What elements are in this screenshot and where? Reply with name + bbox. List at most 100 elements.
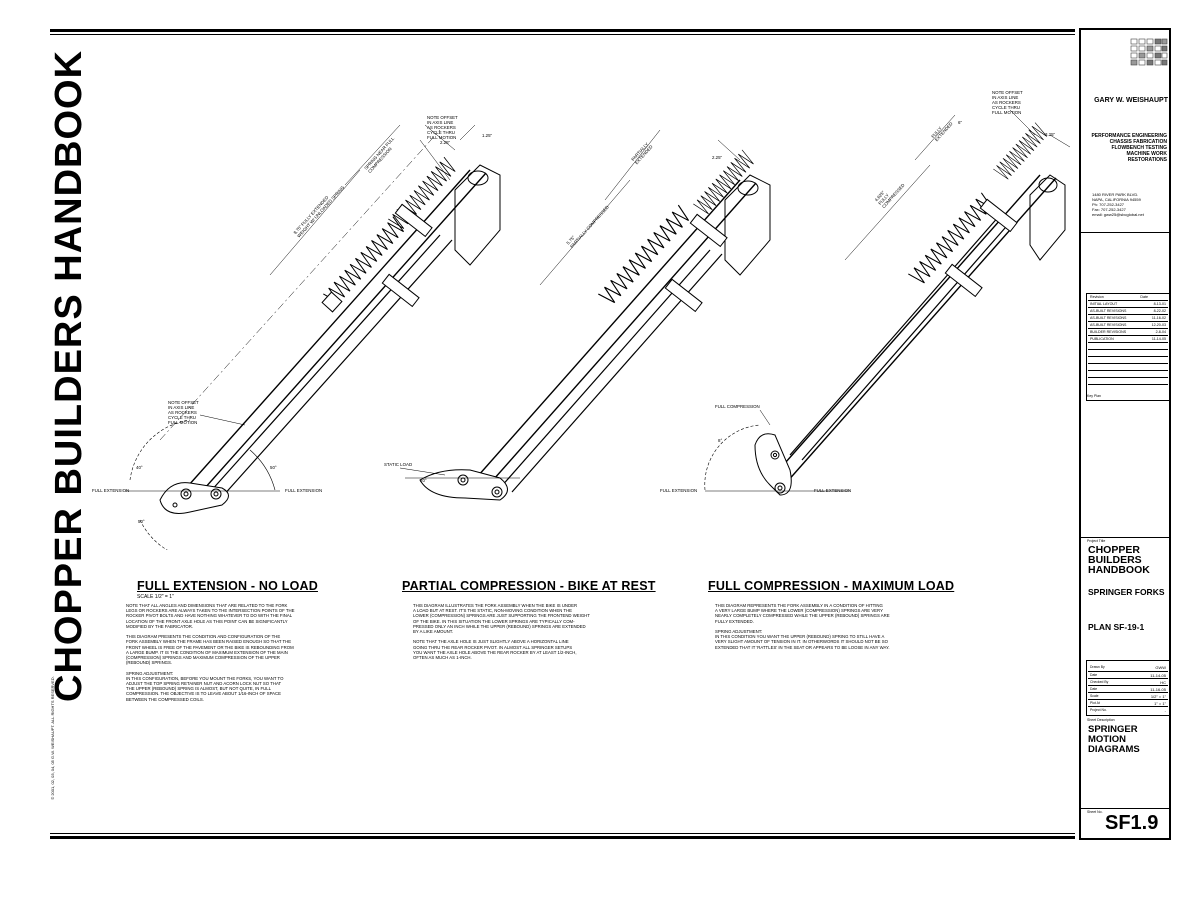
plan-number: PLAN SF-19-1 (1088, 622, 1145, 632)
d1-top2-dim: 1.25" (482, 133, 493, 138)
revision-label: AS-BUILT REVISIONS (1090, 323, 1127, 327)
top-border-line (50, 29, 1075, 32)
section-title-full-compression: FULL COMPRESSION - MAXIMUM LOAD (708, 579, 955, 593)
revision-date: 8-13-01 (1153, 302, 1166, 306)
revision-header: Revision Date (1088, 294, 1168, 300)
info-row: Checked By HC (1088, 678, 1168, 686)
info-value: 11-14-05 (1150, 673, 1166, 678)
service-item: FLOWBENCH TESTING (1111, 145, 1167, 151)
revision-row (1088, 370, 1168, 377)
service-item: CHASSIS FABRICATION (1109, 139, 1167, 145)
full-extension-label-4: FULL EXTENSION (814, 488, 852, 493)
info-row: Scale 1/2" = 1" (1088, 692, 1168, 700)
titleblock-bottom-border (1079, 838, 1170, 840)
address-line: Ph: 707-252-3427 (1092, 202, 1125, 207)
service-item: RESTORATIONS (1127, 157, 1167, 163)
revision-date: 8-22-02 (1153, 309, 1166, 313)
info-row: Plot At 1" = 1" (1088, 699, 1168, 707)
info-label: Scale (1090, 694, 1099, 698)
info-table (1086, 660, 1171, 716)
sheet-number: SF1.9 (1105, 812, 1159, 834)
diagram-partial-compression (399, 129, 771, 501)
services-list: PERFORMANCE ENGINEERING CHASSIS FABRICAT… (1083, 133, 1167, 163)
revision-date: 11-14-05 (1151, 337, 1166, 341)
revision-table (1086, 293, 1171, 401)
info-label: Drawn By (1090, 665, 1105, 669)
sheet-description: SPRINGER MOTION DIAGRAMS (1088, 724, 1140, 755)
revision-date: 2-8-04 (1155, 330, 1166, 334)
note-offset-label-2: NOTE OFFSET IN AXIS LINE AS ROCKERS CYCL… (168, 400, 199, 425)
service-item: PERFORMANCE ENGINEERING (1091, 133, 1167, 139)
full-extension-label-1: FULL EXTENSION (92, 488, 130, 493)
address-block: 1480 RIVER PARK BLVD. NAPA, CALIFORNIA 9… (1092, 192, 1167, 217)
info-row: Date 11-16-05 (1088, 685, 1168, 693)
note-offset-label-3: NOTE OFFSET IN AXIS LINE AS ROCKERS CYCL… (992, 90, 1023, 115)
info-row: Drawn By GWW (1088, 664, 1168, 671)
revision-row (1088, 377, 1168, 384)
d3-top-dim: 3.25" (1045, 132, 1056, 137)
info-label: Checked By (1090, 680, 1109, 684)
diagram-full-compression (704, 109, 1070, 496)
springer-motion-diagrams (125, 109, 1070, 550)
revision-row: PUBLICATION 11-14-05 (1088, 335, 1168, 342)
info-value: 11-16-05 (1150, 687, 1166, 692)
angle-20-label: 20° (420, 478, 427, 483)
titleblock-left-border (1079, 28, 1081, 840)
titleblock-divider (1079, 808, 1170, 809)
info-value: - (1164, 708, 1166, 713)
project-subtitle: SPRINGER FORKS (1088, 587, 1165, 597)
revision-label: PUBLICATION (1090, 337, 1114, 341)
revision-header-label: Revision (1090, 295, 1104, 299)
designer-name: GARY W. WEISHAUPT (1094, 97, 1168, 104)
static-load-label: STATIC LOAD (384, 462, 413, 467)
revision-row: AS-BUILT REVISIONS 11-16-02 (1088, 314, 1168, 321)
section-text-partial-compression: THIS DIAGRAM ILLUSTRATES THE FORK ASSEMB… (413, 603, 590, 661)
revision-row: AS-BUILT REVISIONS 12-20-03 (1088, 321, 1168, 328)
info-row: Date 11-14-05 (1088, 671, 1168, 679)
info-value: GWW (1155, 665, 1166, 670)
info-label: Project No. (1090, 708, 1107, 712)
info-value: HC (1160, 680, 1166, 685)
bottom-border-line (50, 836, 1075, 839)
revision-row: AS-BUILT REVISIONS 8-22-02 (1088, 307, 1168, 314)
key-plan-label: Key Plan (1087, 394, 1102, 398)
revision-row (1088, 349, 1168, 356)
project-title-label: Project Title (1087, 539, 1106, 543)
section-text-full-compression: THIS DIAGRAM REPRESENTS THE FORK ASSEMBL… (715, 603, 890, 650)
info-value: 1/2" = 1" (1150, 694, 1166, 699)
address-line: NAPA, CALIFORNIA 94559 (1092, 197, 1141, 202)
info-label: Date (1090, 687, 1098, 691)
full-compression-label: FULL COMPRESSION (715, 404, 760, 409)
revision-label: AS-BUILT REVISIONS (1090, 316, 1127, 320)
revision-row: BUILDER REVISIONS 2-8-04 (1088, 328, 1168, 335)
revision-row (1088, 342, 1168, 349)
titleblock-divider (1079, 232, 1170, 233)
angle-40-label: 40° (136, 465, 143, 470)
section-title-full-extension: FULL EXTENSION - NO LOAD (137, 579, 318, 593)
d2-top-dim: 2.25" (712, 155, 723, 160)
revision-label: AS-BUILT REVISIONS (1090, 309, 1127, 313)
titleblock-right-border (1169, 28, 1171, 840)
revision-date: 12-20-03 (1151, 323, 1166, 327)
titleblock-top-border (1079, 28, 1170, 30)
info-label: Date (1090, 673, 1098, 677)
service-item: MACHINE WORK (1126, 151, 1167, 157)
section-title-partial-compression: PARTIAL COMPRESSION - BIKE AT REST (402, 579, 656, 593)
project-title: CHOPPER BUILDERS HANDBOOK (1088, 544, 1150, 576)
section-scale: SCALE 1/2" = 1" (137, 594, 174, 600)
d1-top-dim: 2.25" (440, 140, 451, 145)
revision-row (1088, 363, 1168, 370)
revision-date: 11-16-02 (1151, 316, 1166, 320)
revision-label: BUILDER REVISIONS (1090, 330, 1127, 334)
info-value: 1" = 1" (1154, 701, 1166, 706)
diagram-full-extension (125, 124, 501, 550)
angle-8-label: 8° (718, 438, 723, 443)
bottom-border-line-thin (50, 833, 1075, 834)
sheet-number-label: Sheet No. (1087, 810, 1103, 814)
copyright-notice: © 2001, 02, 03, 04, 05 G.W. WEISHAUPT. A… (50, 676, 55, 800)
info-row: Project No. - (1088, 706, 1168, 714)
revision-row (1088, 384, 1168, 391)
address-line: email: gww25@sbcglobal.net (1092, 212, 1144, 217)
info-label: Plot At (1090, 701, 1100, 705)
